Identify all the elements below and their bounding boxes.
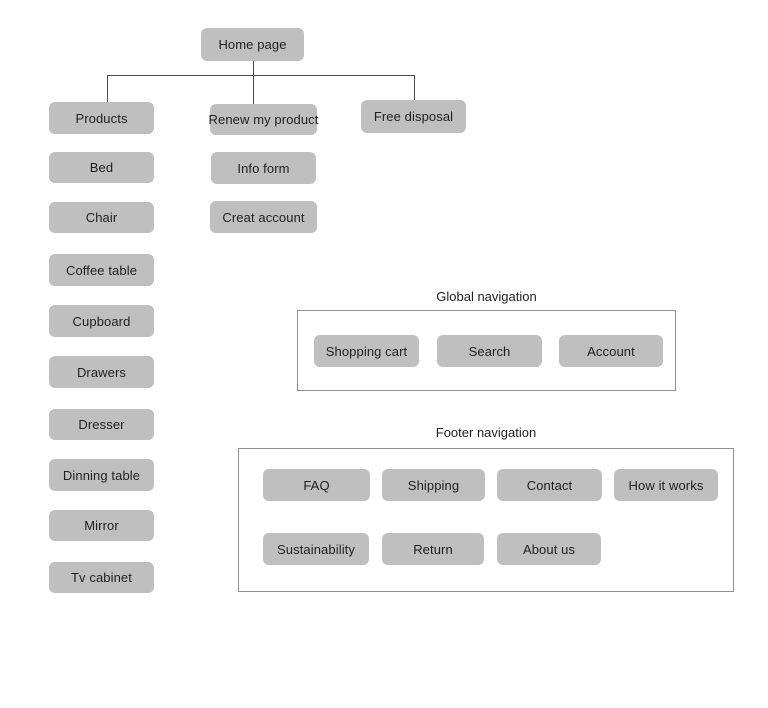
node-chair[interactable]: Chair (49, 202, 154, 233)
global-navigation-title: Global navigation (436, 289, 537, 304)
node-dresser[interactable]: Dresser (49, 409, 154, 440)
global-navigation-container (297, 310, 676, 391)
node-home-page[interactable]: Home page (201, 28, 304, 61)
node-free-disposal[interactable]: Free disposal (361, 100, 466, 133)
connector-home-to-renew (253, 61, 254, 105)
footer-nav-button-how-it-works[interactable]: How it works (614, 469, 718, 501)
connector-to-products (107, 75, 108, 102)
global-nav-button-account[interactable]: Account (559, 335, 663, 367)
footer-nav-button-shipping[interactable]: Shipping (382, 469, 485, 501)
footer-nav-button-sustainability[interactable]: Sustainability (263, 533, 369, 565)
footer-nav-button-return[interactable]: Return (382, 533, 484, 565)
node-products[interactable]: Products (49, 102, 154, 134)
node-bed[interactable]: Bed (49, 152, 154, 183)
node-drawers[interactable]: Drawers (49, 356, 154, 388)
node-tv-cabinet[interactable]: Tv cabinet (49, 562, 154, 593)
footer-navigation-title: Footer navigation (435, 425, 537, 440)
node-renew-my-product[interactable]: Renew my product (209, 104, 318, 135)
footer-nav-button-about-us[interactable]: About us (497, 533, 601, 565)
node-dinning-table[interactable]: Dinning table (49, 459, 154, 491)
footer-nav-button-faq[interactable]: FAQ (263, 469, 370, 501)
connector-to-free-disposal (414, 75, 415, 101)
node-info-form[interactable]: Info form (211, 152, 316, 184)
node-coffee-table[interactable]: Coffee table (49, 254, 154, 286)
node-creat-account[interactable]: Creat account (210, 201, 317, 233)
node-mirror[interactable]: Mirror (49, 510, 154, 541)
global-nav-button-shopping-cart[interactable]: Shopping cart (314, 335, 419, 367)
footer-navigation-container (238, 448, 734, 592)
footer-nav-button-contact[interactable]: Contact (497, 469, 602, 501)
node-cupboard[interactable]: Cupboard (49, 305, 154, 337)
global-nav-button-search[interactable]: Search (437, 335, 542, 367)
connector-horizontal (107, 75, 415, 76)
